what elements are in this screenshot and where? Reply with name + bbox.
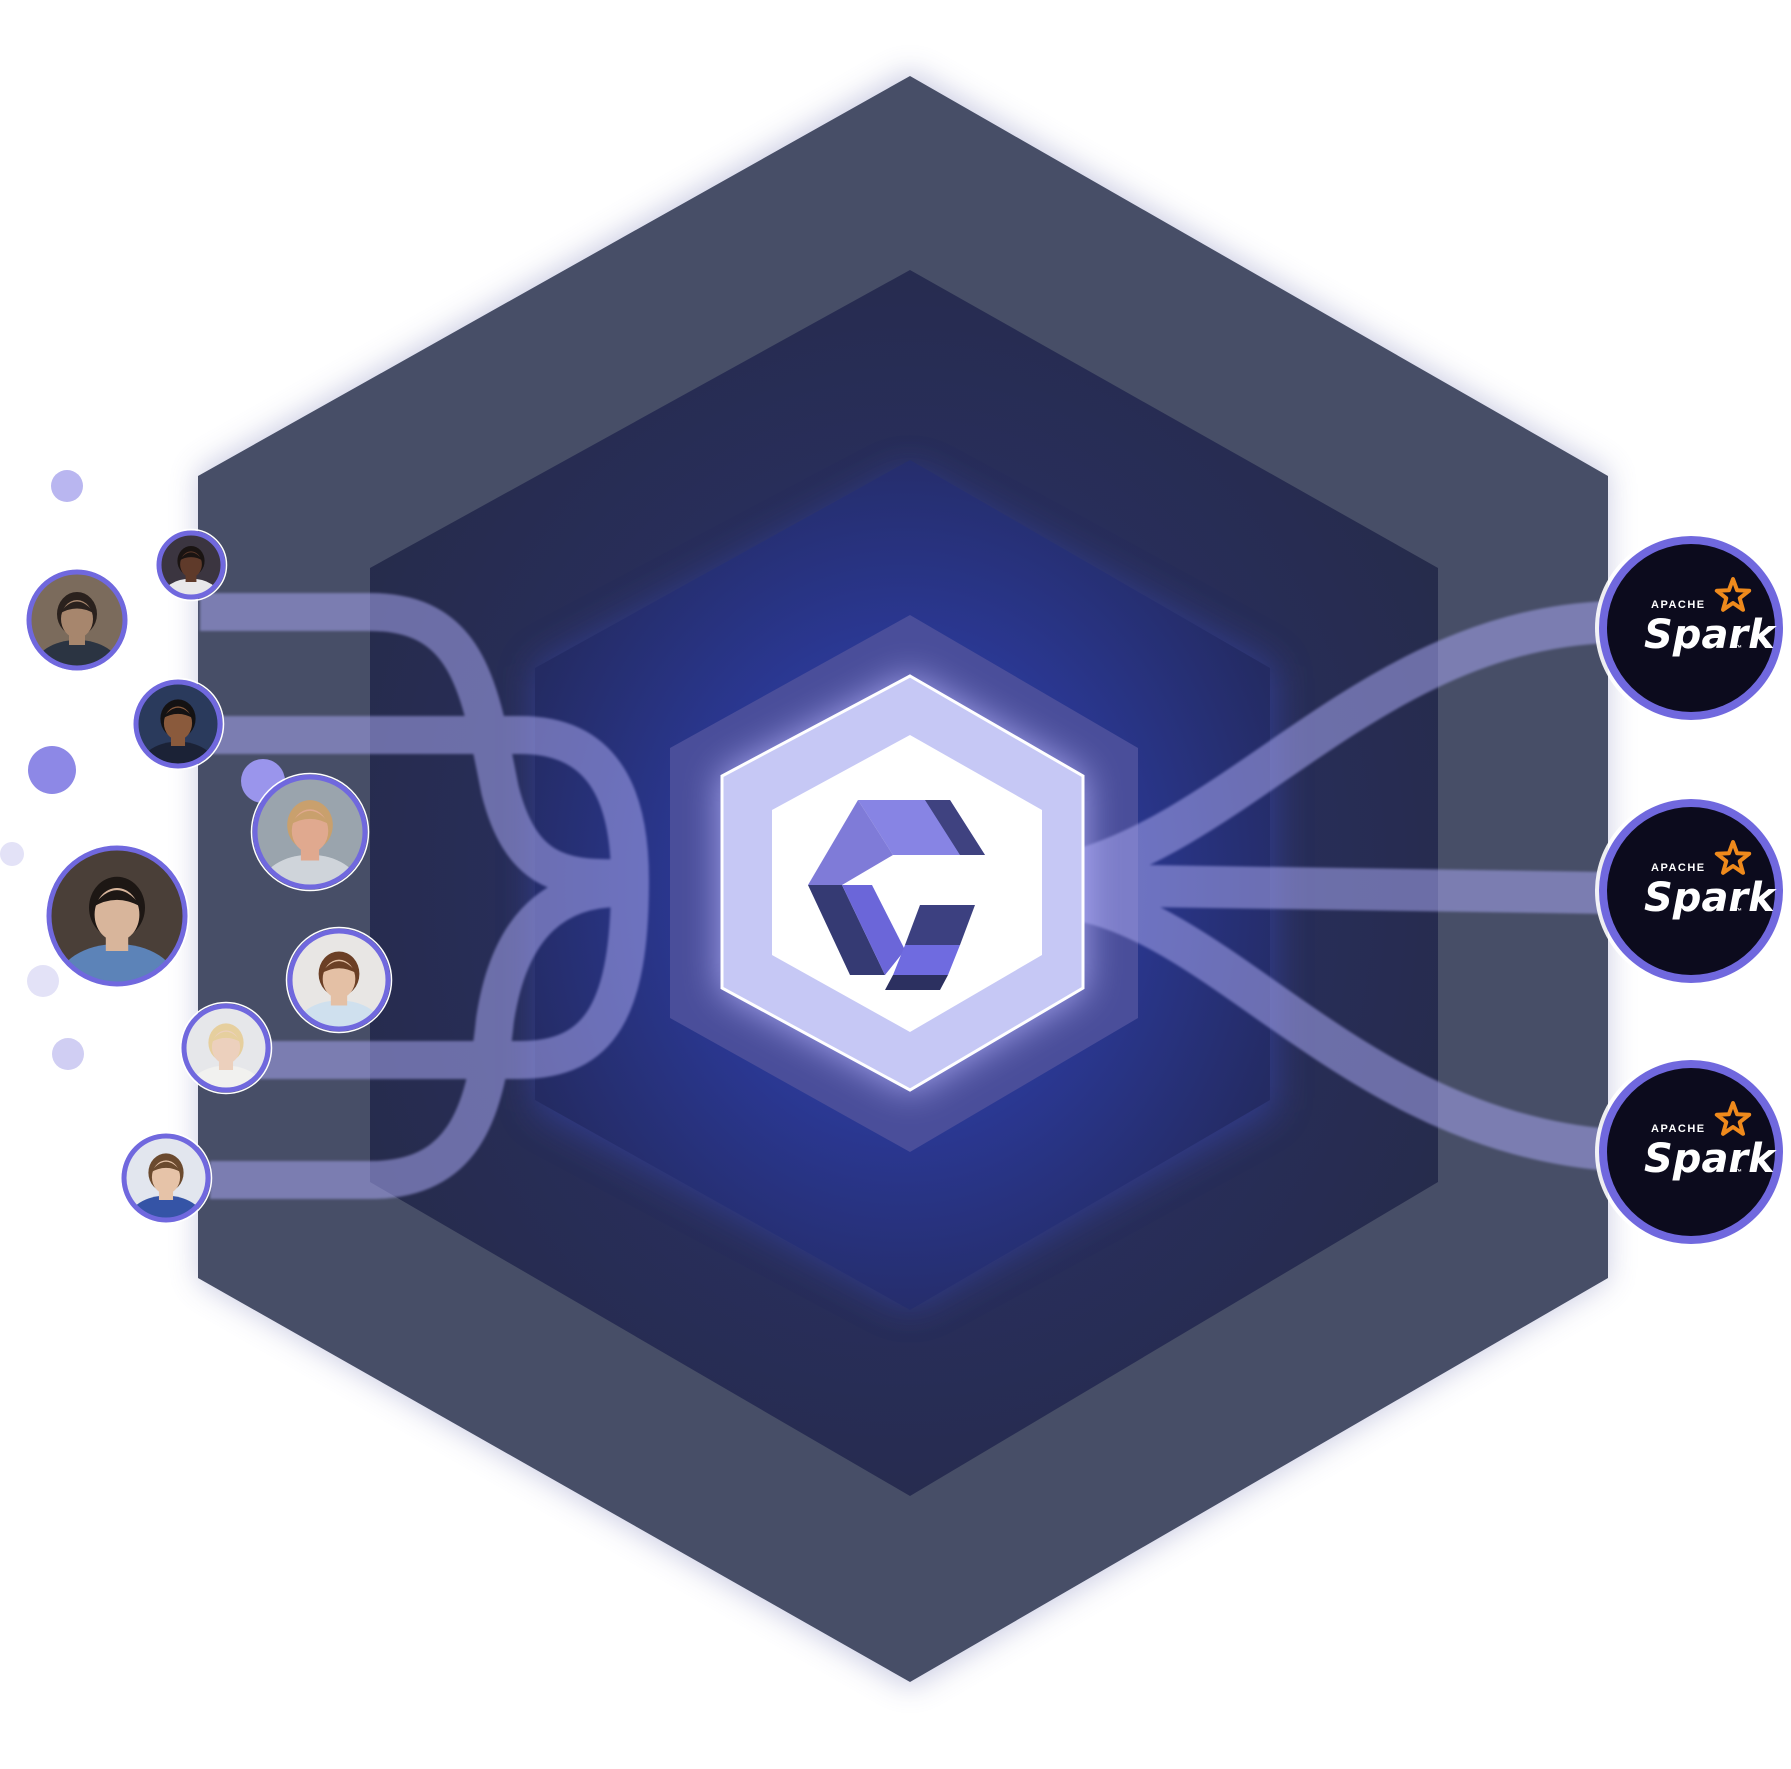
user-photo-icon — [50, 849, 184, 983]
user-avatar — [131, 677, 225, 771]
spark-name-label: Spark — [1644, 875, 1777, 921]
spark-star-icon — [1714, 577, 1752, 612]
user-avatar — [154, 528, 228, 602]
user-streams — [200, 593, 650, 1199]
spark-apache-label: APACHE — [1651, 599, 1706, 611]
spark-tm-label: ™ — [1735, 645, 1742, 652]
spark-tm-label: ™ — [1735, 1169, 1742, 1176]
spark-apache-label: APACHE — [1651, 1123, 1706, 1135]
user-photo-icon — [185, 1007, 267, 1089]
stream-line — [1079, 864, 1611, 914]
user-avatar — [250, 772, 370, 892]
user-avatar — [44, 843, 190, 989]
spark-apache-label: APACHE — [1651, 862, 1706, 874]
user-photo-icon — [291, 932, 387, 1028]
spark-tm-label: ™ — [1735, 908, 1742, 915]
user-photo-icon — [256, 778, 364, 886]
user-avatar — [24, 567, 130, 673]
user-photo-icon — [125, 1137, 207, 1219]
stream-line — [210, 869, 621, 1199]
spark-streams — [1073, 601, 1612, 1171]
stream-line — [200, 716, 650, 1079]
user-avatar — [119, 1131, 213, 1225]
stream-line — [200, 593, 621, 898]
user-photo-icon — [30, 573, 124, 667]
spark-name-label: Spark — [1644, 1136, 1777, 1182]
logo-plate — [772, 735, 1042, 1032]
user-avatars — [24, 528, 393, 1225]
stream-line — [1073, 601, 1611, 891]
spark-star-icon — [1714, 840, 1752, 875]
user-photo-icon — [160, 534, 222, 596]
stream-line — [1075, 879, 1612, 1171]
user-avatar — [285, 926, 393, 1034]
user-photo-icon — [137, 683, 219, 765]
stylized-c-logo-icon — [808, 800, 985, 990]
spark-star-icon — [1714, 1101, 1752, 1136]
user-avatar — [179, 1001, 273, 1095]
spark-name-label: Spark — [1644, 612, 1777, 658]
